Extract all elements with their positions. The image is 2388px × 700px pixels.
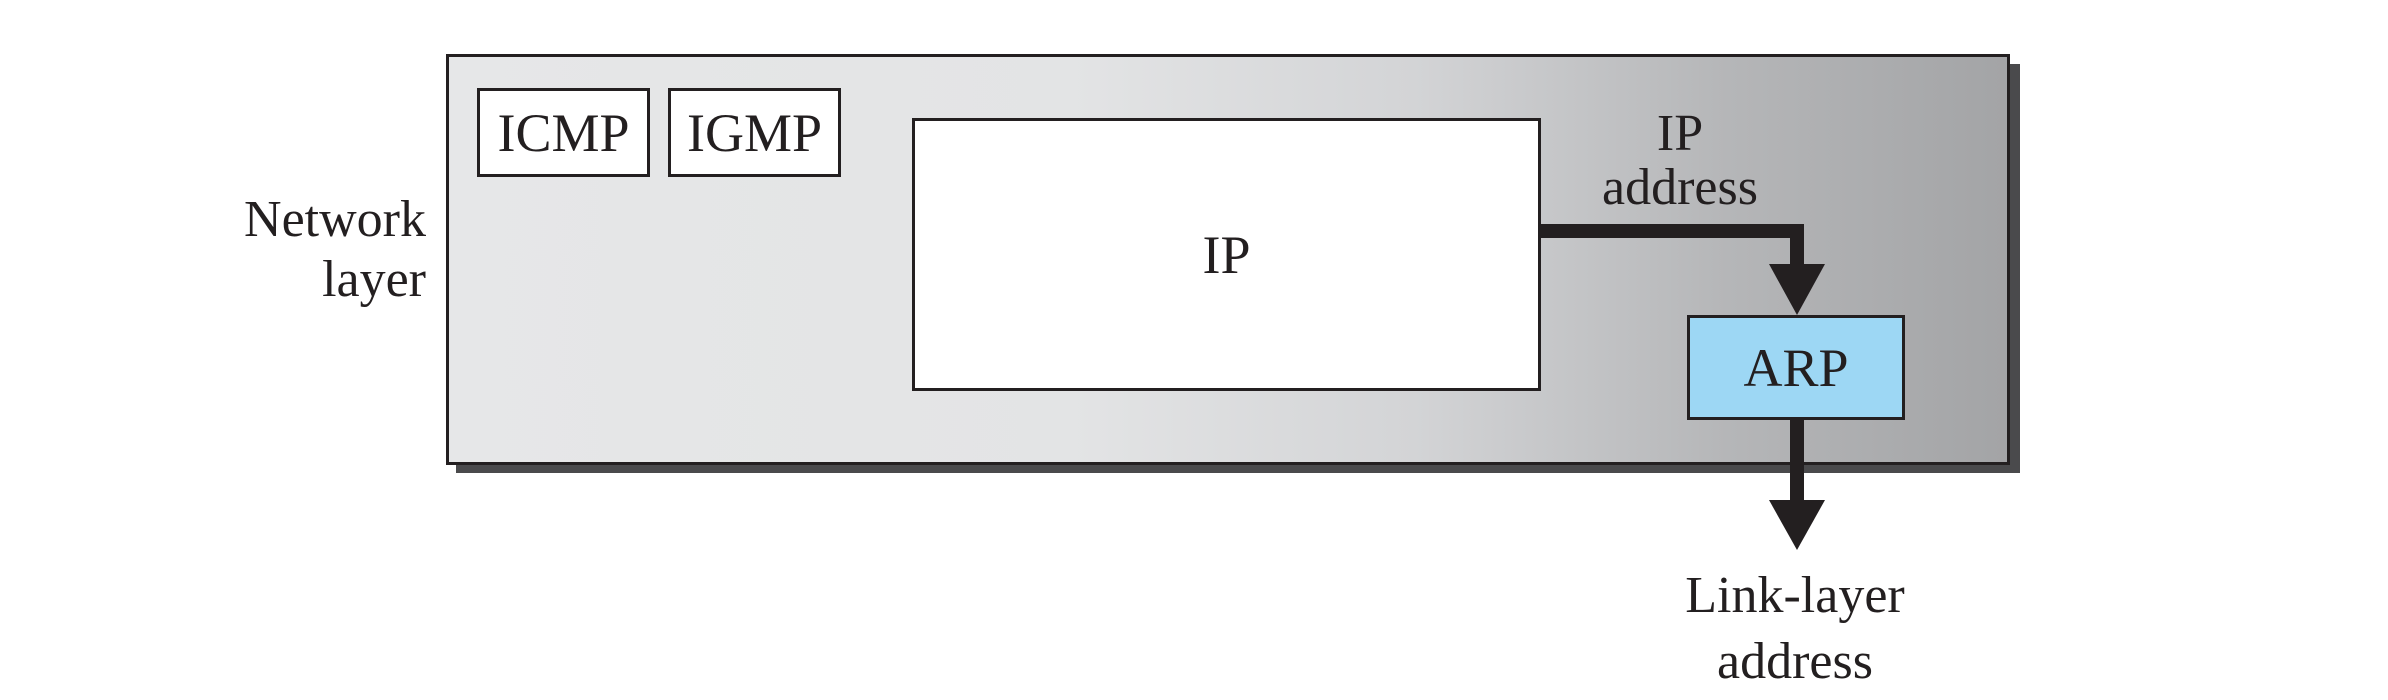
igmp-box: IGMP: [668, 88, 841, 177]
icmp-label: ICMP: [497, 102, 630, 163]
arp-label: ARP: [1743, 337, 1849, 398]
ip-address-label-line1: IP: [1656, 105, 1704, 162]
arp-to-link-layer-arrow-head: [1769, 500, 1825, 550]
ip-label: IP: [1202, 224, 1251, 285]
arp-box: ARP: [1687, 315, 1905, 420]
ip-box: IP: [912, 118, 1541, 391]
network-layer-label-line2: layer: [322, 251, 426, 308]
ip-address-label-line2: address: [1602, 159, 1758, 216]
network-layer-label-line1: Network: [244, 191, 426, 248]
link-layer-address-label-line2: address: [1717, 633, 1873, 690]
igmp-label: IGMP: [686, 102, 823, 163]
link-layer-address-label-line1: Link-layer: [1685, 567, 1905, 624]
icmp-box: ICMP: [477, 88, 650, 177]
